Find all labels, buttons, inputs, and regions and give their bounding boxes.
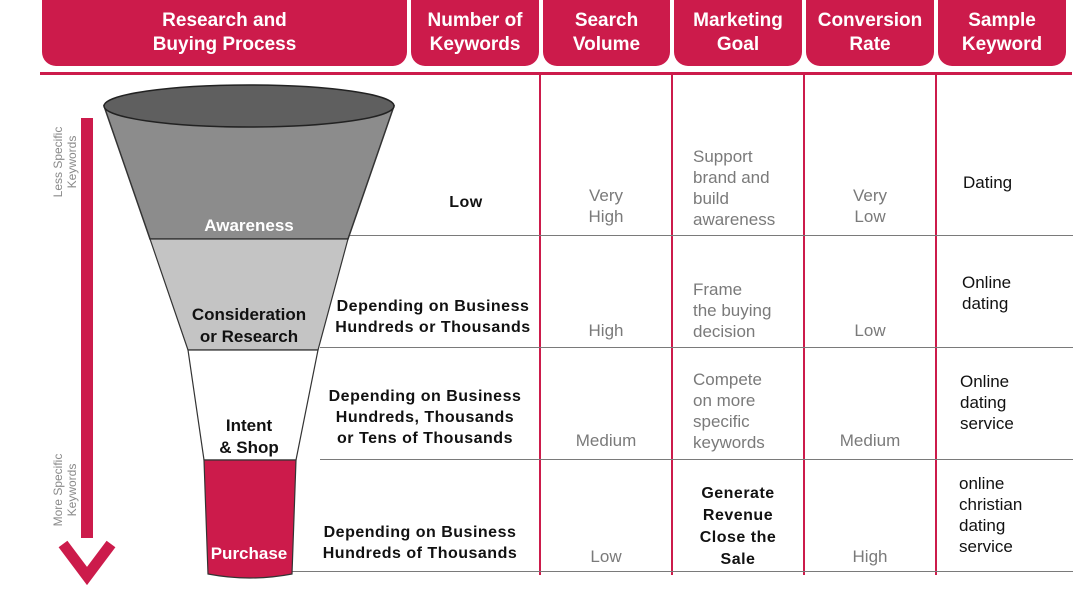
row-divider [320, 459, 1073, 460]
column-divider [671, 75, 673, 575]
header-number-of-keywords: Number of Keywords [411, 0, 539, 66]
header-research-process: Research and Buying Process [42, 0, 407, 66]
sample-purchase: online christian dating service [959, 474, 1023, 556]
stage-awareness: Awareness [204, 216, 294, 235]
arrow-shaft [81, 118, 93, 538]
header-conversion-rate: Conversion Rate [806, 0, 934, 66]
conversion-purchase: High [852, 547, 888, 566]
funnel-rim [103, 84, 395, 128]
stage-intent: Intent & Shop [219, 416, 279, 457]
column-divider [935, 75, 937, 575]
keywords-purchase: Depending on Business Hundreds of Thousa… [322, 524, 518, 562]
side-label-more-specific: More Specific Keywords [51, 453, 79, 527]
conversion-awareness: Very Low [852, 186, 888, 226]
header-marketing-goal: Marketing Goal [674, 0, 802, 66]
keywords-consideration: Depending on Business Hundreds or Thousa… [335, 298, 531, 336]
column-divider [539, 75, 541, 575]
goal-awareness: Support brand and build awareness [693, 147, 776, 229]
sample-consideration: Online dating [962, 273, 1012, 313]
volume-awareness: Very High [588, 186, 624, 226]
funnel-purchase-segment [203, 459, 297, 579]
sample-awareness: Dating [963, 173, 1013, 192]
volume-purchase: Low [590, 547, 622, 566]
row-divider [320, 235, 1073, 236]
side-label-less-specific: Less Specific Keywords [51, 126, 79, 198]
sample-intent: Online dating service [960, 372, 1014, 433]
keywords-awareness: Low [449, 194, 483, 211]
volume-intent: Medium [575, 431, 637, 450]
header-sample-keyword: Sample Keyword [938, 0, 1066, 66]
column-divider [803, 75, 805, 575]
conversion-intent: Medium [839, 431, 901, 450]
arrow-head [58, 540, 116, 586]
keywords-intent: Depending on Business Hundreds, Thousand… [328, 388, 522, 447]
goal-intent: Compete on more specific keywords [693, 370, 765, 452]
buying-funnel [102, 84, 396, 579]
volume-consideration: High [588, 321, 624, 340]
stage-purchase: Purchase [210, 544, 288, 563]
header-search-volume: Search Volume [543, 0, 670, 66]
conversion-consideration: Low [854, 321, 886, 340]
goal-purchase: Generate Revenue Close the Sale [699, 485, 777, 568]
specificity-arrow [58, 118, 116, 586]
row-divider [320, 347, 1073, 348]
row-divider [290, 571, 1073, 572]
header-rule [40, 72, 1072, 75]
goal-consideration: Frame the buying decision [693, 280, 772, 341]
stage-consideration: Consideration or Research [191, 305, 307, 346]
